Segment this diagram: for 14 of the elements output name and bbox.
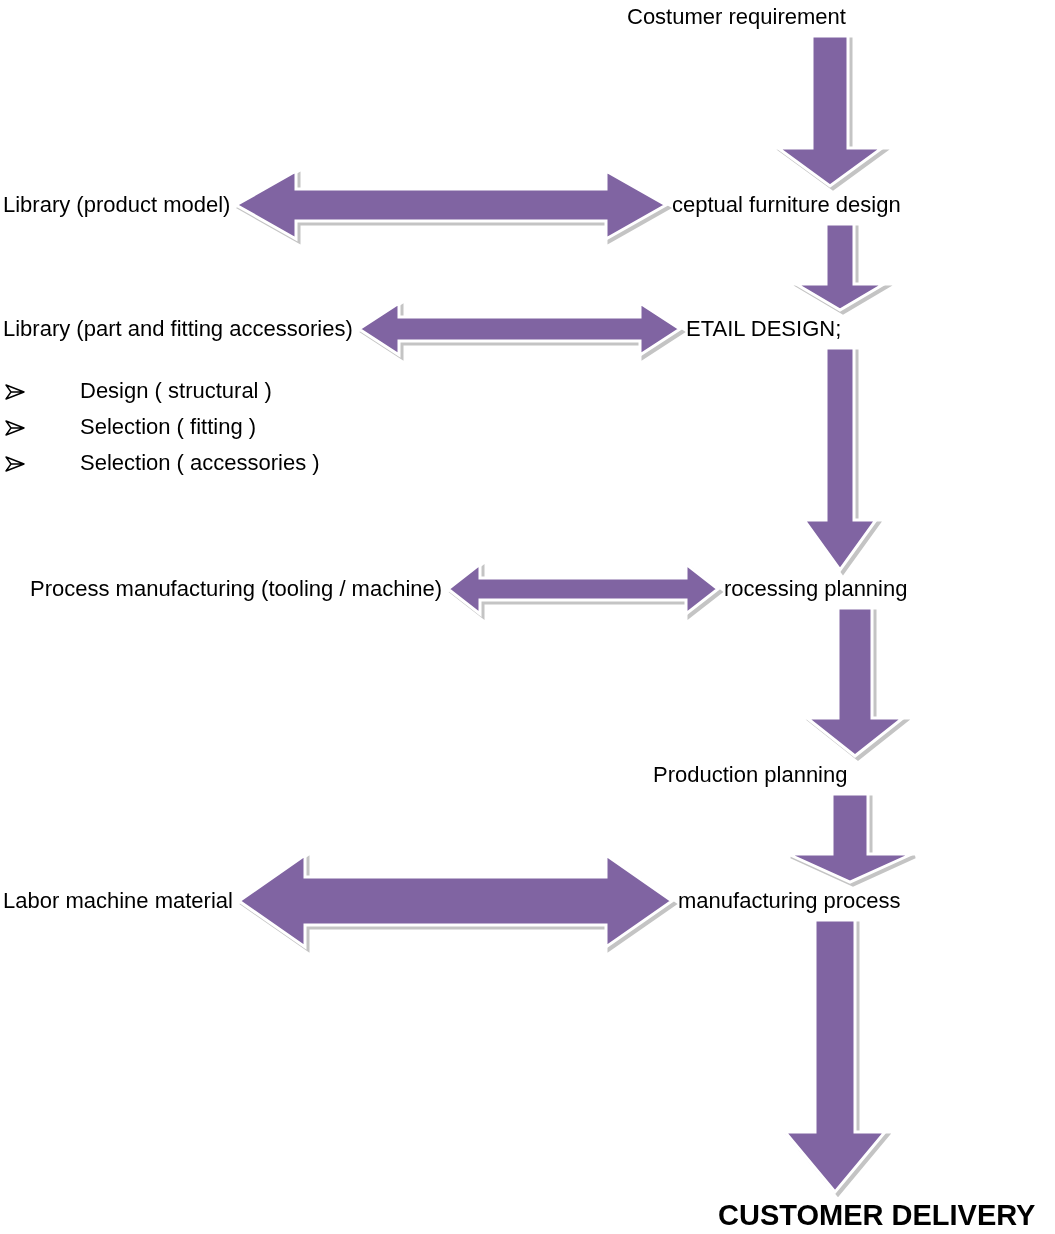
list-item: Selection ( accessories ): [80, 450, 320, 477]
list-item: Design ( structural ): [80, 378, 272, 405]
step-label: Labor machine material: [3, 888, 233, 915]
step-label: manufacturing process: [678, 888, 901, 915]
list-item: Selection ( fitting ): [80, 414, 257, 441]
step-label: Library (part and fitting accessories): [3, 316, 353, 343]
step-label: CUSTOMER DELIVERY: [718, 1198, 1036, 1233]
step-label: Costumer requirement: [627, 4, 846, 31]
step-label: ceptual furniture design: [672, 192, 901, 219]
step-label: Process manufacturing (tooling / machine): [30, 576, 443, 603]
step-label: ETAIL DESIGN;: [686, 316, 842, 343]
step-label: Production planning: [653, 762, 848, 789]
step-label: Library (product model): [3, 192, 231, 219]
step-label: rocessing planning: [724, 576, 908, 603]
